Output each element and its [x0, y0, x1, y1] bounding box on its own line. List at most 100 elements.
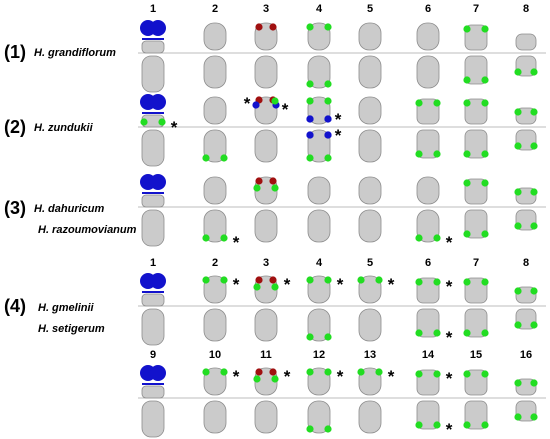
green-signal [253, 375, 261, 383]
short-arm [141, 293, 165, 307]
asterisk-mark: * [446, 420, 453, 439]
green-signal [202, 276, 210, 284]
chromosome-8 [514, 286, 538, 330]
green-signal [463, 370, 471, 378]
long-arm [203, 308, 227, 342]
short-arm [464, 369, 488, 396]
short-arm [416, 176, 440, 205]
green-signal [530, 142, 538, 150]
short-arm [307, 176, 331, 205]
chromosome-7 [463, 24, 489, 85]
chromosome-2: * [202, 275, 240, 342]
short-arm [203, 22, 227, 51]
satellite-stalk [142, 112, 164, 114]
green-signal [530, 379, 538, 387]
short-arm [203, 176, 227, 205]
blue-signal [324, 115, 332, 123]
long-arm [358, 129, 382, 163]
green-signal [481, 150, 489, 158]
long-arm [416, 400, 440, 430]
red-signal [255, 23, 263, 31]
asterisk-mark: * [233, 275, 240, 294]
green-signal [324, 154, 332, 162]
green-signal [357, 276, 365, 284]
chromosome-number-label: 7 [473, 257, 479, 269]
long-arm [254, 308, 278, 342]
green-signal [463, 230, 471, 238]
asterisk-mark: * [171, 118, 178, 137]
red-signal [269, 368, 277, 376]
asterisk-mark: * [282, 100, 289, 119]
group-number-label: (1) [4, 42, 26, 62]
chromosome-7 [463, 277, 489, 338]
short-arm [464, 98, 488, 125]
red-signal [255, 368, 263, 376]
chromosome-11: * [253, 367, 291, 434]
blue-signal [324, 131, 332, 139]
short-arm [203, 275, 227, 304]
green-signal [202, 154, 210, 162]
green-signal [306, 97, 314, 105]
asterisk-mark: * [446, 369, 453, 388]
short-arm [416, 98, 440, 125]
chromosome-number-label: 8 [523, 257, 529, 269]
asterisk-mark: * [233, 367, 240, 386]
green-signal [140, 118, 148, 126]
chromosome-number-label: 15 [470, 349, 482, 361]
short-arm [358, 96, 382, 125]
chromosome-number-label: 7 [473, 3, 479, 15]
chromosome-1 [140, 20, 166, 93]
chromosome-number-label: 10 [209, 349, 221, 361]
green-signal [433, 421, 441, 429]
asterisk-mark: * [284, 367, 291, 386]
chromosome-1 [140, 174, 166, 247]
long-arm [254, 209, 278, 243]
green-signal [306, 368, 314, 376]
short-arm [203, 96, 227, 125]
short-arm [464, 277, 488, 304]
chromosome-number-label: 11 [260, 349, 272, 361]
chromosome-5 [358, 22, 382, 89]
asterisk-mark: * [337, 275, 344, 294]
asterisk-mark: * [388, 275, 395, 294]
chromosome-7 [463, 98, 489, 159]
chromosome-3: * [253, 275, 291, 342]
short-arm [358, 176, 382, 205]
red-signal [269, 23, 277, 31]
green-signal [514, 222, 522, 230]
chromosome-3 [253, 176, 279, 243]
green-signal [530, 287, 538, 295]
chromosome-10: * [202, 367, 240, 434]
green-signal [415, 150, 423, 158]
blue-signal [252, 101, 260, 109]
chromosome-1 [140, 273, 166, 346]
long-arm [358, 55, 382, 89]
green-signal [433, 234, 441, 242]
short-arm [358, 22, 382, 51]
green-signal [530, 108, 538, 116]
chromosome-14: ** [415, 369, 453, 439]
asterisk-mark: * [335, 110, 342, 129]
chromosome-number-label: 13 [364, 349, 376, 361]
long-arm [141, 308, 165, 346]
long-arm [416, 55, 440, 89]
red-signal [269, 276, 277, 284]
asterisk-mark: * [446, 277, 453, 296]
green-signal [514, 413, 522, 421]
green-signal [415, 99, 423, 107]
chromosome-number-label: 3 [263, 257, 269, 269]
group-number-label: (3) [4, 198, 26, 218]
long-arm [141, 129, 165, 167]
green-signal [271, 97, 279, 105]
green-signal [253, 184, 261, 192]
green-signal [306, 23, 314, 31]
long-arm [141, 209, 165, 247]
long-arm [141, 55, 165, 93]
green-signal [463, 421, 471, 429]
chromosome-5 [358, 96, 382, 163]
green-signal [324, 80, 332, 88]
green-signal [463, 25, 471, 33]
satellite-right [150, 94, 166, 110]
long-arm [203, 400, 227, 434]
